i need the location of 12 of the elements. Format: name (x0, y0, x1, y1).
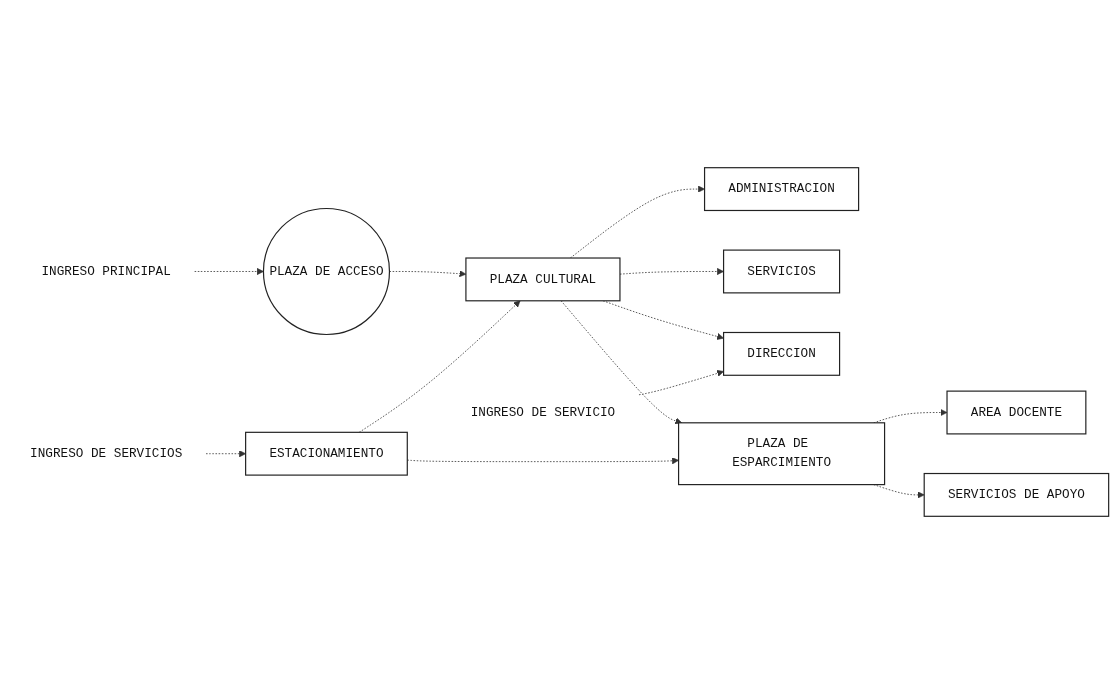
node-box: ADMINISTRACION (703, 167, 860, 212)
node-text: INGRESO DE SERVICIO (470, 405, 616, 420)
node-box: AREA DOCENTE (946, 390, 1087, 435)
node-circle: PLAZA DE ACCESO (262, 207, 391, 336)
node-box: ESTACIONAMIENTO (245, 431, 408, 476)
node-text: INGRESO PRINCIPAL (41, 264, 171, 279)
node-text: INGRESO DE SERVICIOS (30, 446, 183, 461)
node-box: SERVICIOS DE APOYO (923, 472, 1110, 517)
node-box: DIRECCION (723, 331, 841, 376)
node-box: PLAZA CULTURAL (465, 257, 621, 302)
node-box: SERVICIOS (723, 249, 841, 294)
node-box: PLAZA DE ESPARCIMIENTO (678, 422, 886, 486)
